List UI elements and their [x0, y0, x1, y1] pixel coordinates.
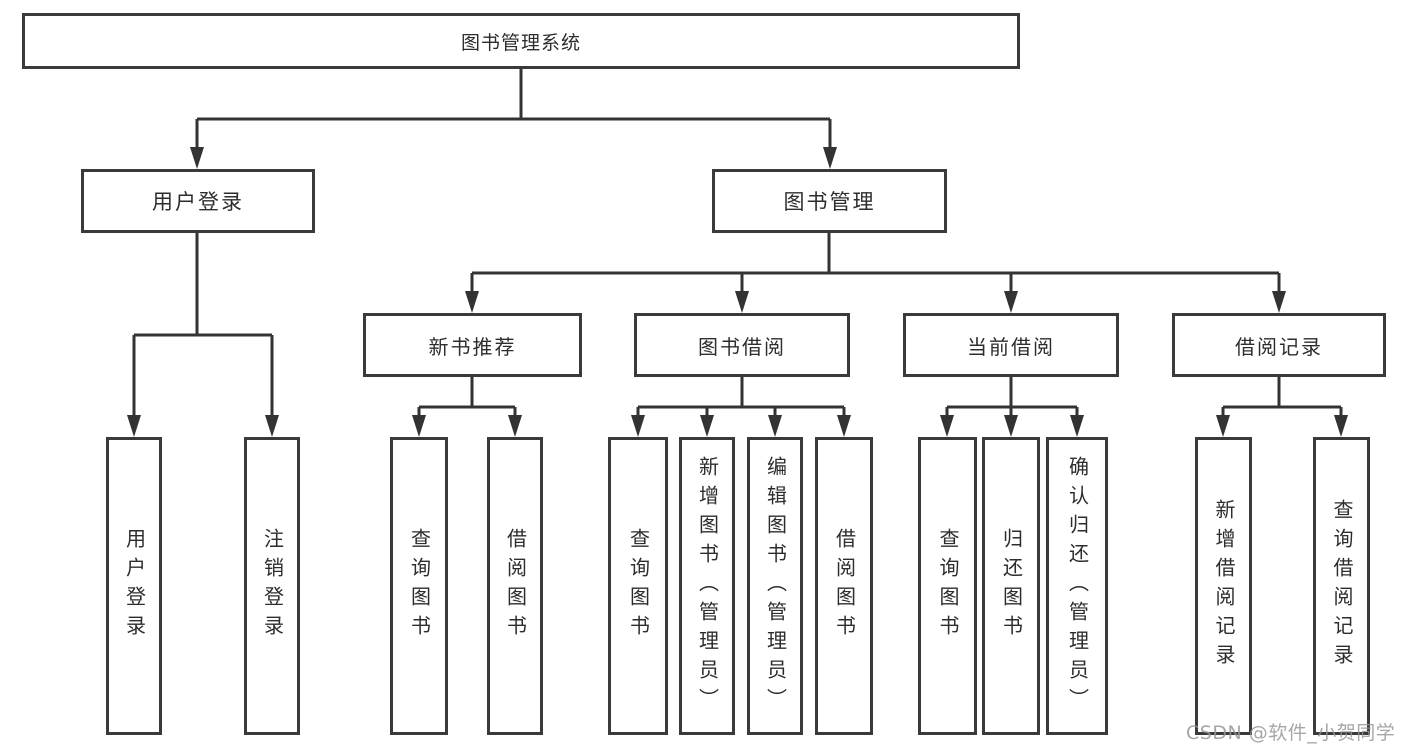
- connector-current-borrowing: [945, 377, 1079, 425]
- node-user-login: 用户登录: [81, 169, 315, 233]
- leaf-add-book-admin: 新增图书（管理员）: [679, 437, 735, 735]
- node-label: 图书管理: [783, 190, 876, 214]
- node-label: 新增借阅记录: [1212, 499, 1236, 673]
- connector-book-borrowing: [636, 377, 846, 425]
- leaf-borrow-books-2: 借阅图书: [815, 437, 873, 735]
- leaf-query-books-3: 查询图书: [918, 437, 977, 735]
- node-label: 借阅图书: [503, 528, 528, 644]
- node-book-borrowing: 图书借阅: [634, 313, 850, 377]
- node-label: 查询借阅记录: [1330, 499, 1354, 673]
- connector-book-management: [470, 233, 1281, 300]
- csdn-watermark: CSDN @软件_小贺同学: [1186, 722, 1396, 744]
- connector-root: [195, 69, 832, 152]
- connector-user-login: [132, 233, 274, 425]
- node-library-management-system: 图书管理系统: [22, 13, 1020, 69]
- node-label: 当前借阅: [967, 334, 1055, 359]
- leaf-confirm-return-admin: 确认归还（管理员）: [1046, 437, 1108, 735]
- node-label: 图书借阅: [698, 334, 786, 359]
- node-book-management: 图书管理: [712, 169, 947, 233]
- leaf-query-books-1: 查询图书: [390, 437, 448, 735]
- node-label: 图书管理系统: [460, 31, 581, 54]
- node-current-borrowing: 当前借阅: [903, 313, 1119, 377]
- leaf-logout: 注销登录: [244, 437, 300, 735]
- leaf-borrow-books-1: 借阅图书: [487, 437, 543, 735]
- connector-new-book-recommend: [417, 377, 517, 425]
- leaf-add-borrow-record: 新增借阅记录: [1195, 437, 1252, 735]
- leaf-query-books-2: 查询图书: [608, 437, 668, 735]
- node-label: 编辑图书（管理员）: [763, 455, 788, 717]
- node-borrowing-records: 借阅记录: [1172, 313, 1386, 377]
- node-label: 确认归还（管理员）: [1065, 455, 1090, 717]
- node-label: 查询图书: [407, 528, 432, 644]
- leaf-query-borrow-record: 查询借阅记录: [1313, 437, 1370, 735]
- node-label: 用户登录: [152, 190, 244, 214]
- node-label: 注销登录: [260, 528, 285, 644]
- leaf-user-login: 用户登录: [106, 437, 162, 735]
- node-label: 归还图书: [999, 528, 1024, 644]
- leaf-edit-book-admin: 编辑图书（管理员）: [747, 437, 803, 735]
- node-label: 借阅记录: [1235, 334, 1323, 359]
- leaf-return-books: 归还图书: [982, 437, 1040, 735]
- node-label: 查询图书: [936, 528, 960, 644]
- node-label: 查询图书: [626, 528, 651, 644]
- connector-borrowing-records: [1221, 377, 1343, 425]
- node-label: 用户登录: [122, 528, 147, 644]
- node-new-book-recommend: 新书推荐: [363, 313, 582, 377]
- node-label: 新增图书（管理员）: [695, 455, 720, 717]
- node-label: 借阅图书: [832, 528, 857, 644]
- node-label: 新书推荐: [428, 334, 517, 359]
